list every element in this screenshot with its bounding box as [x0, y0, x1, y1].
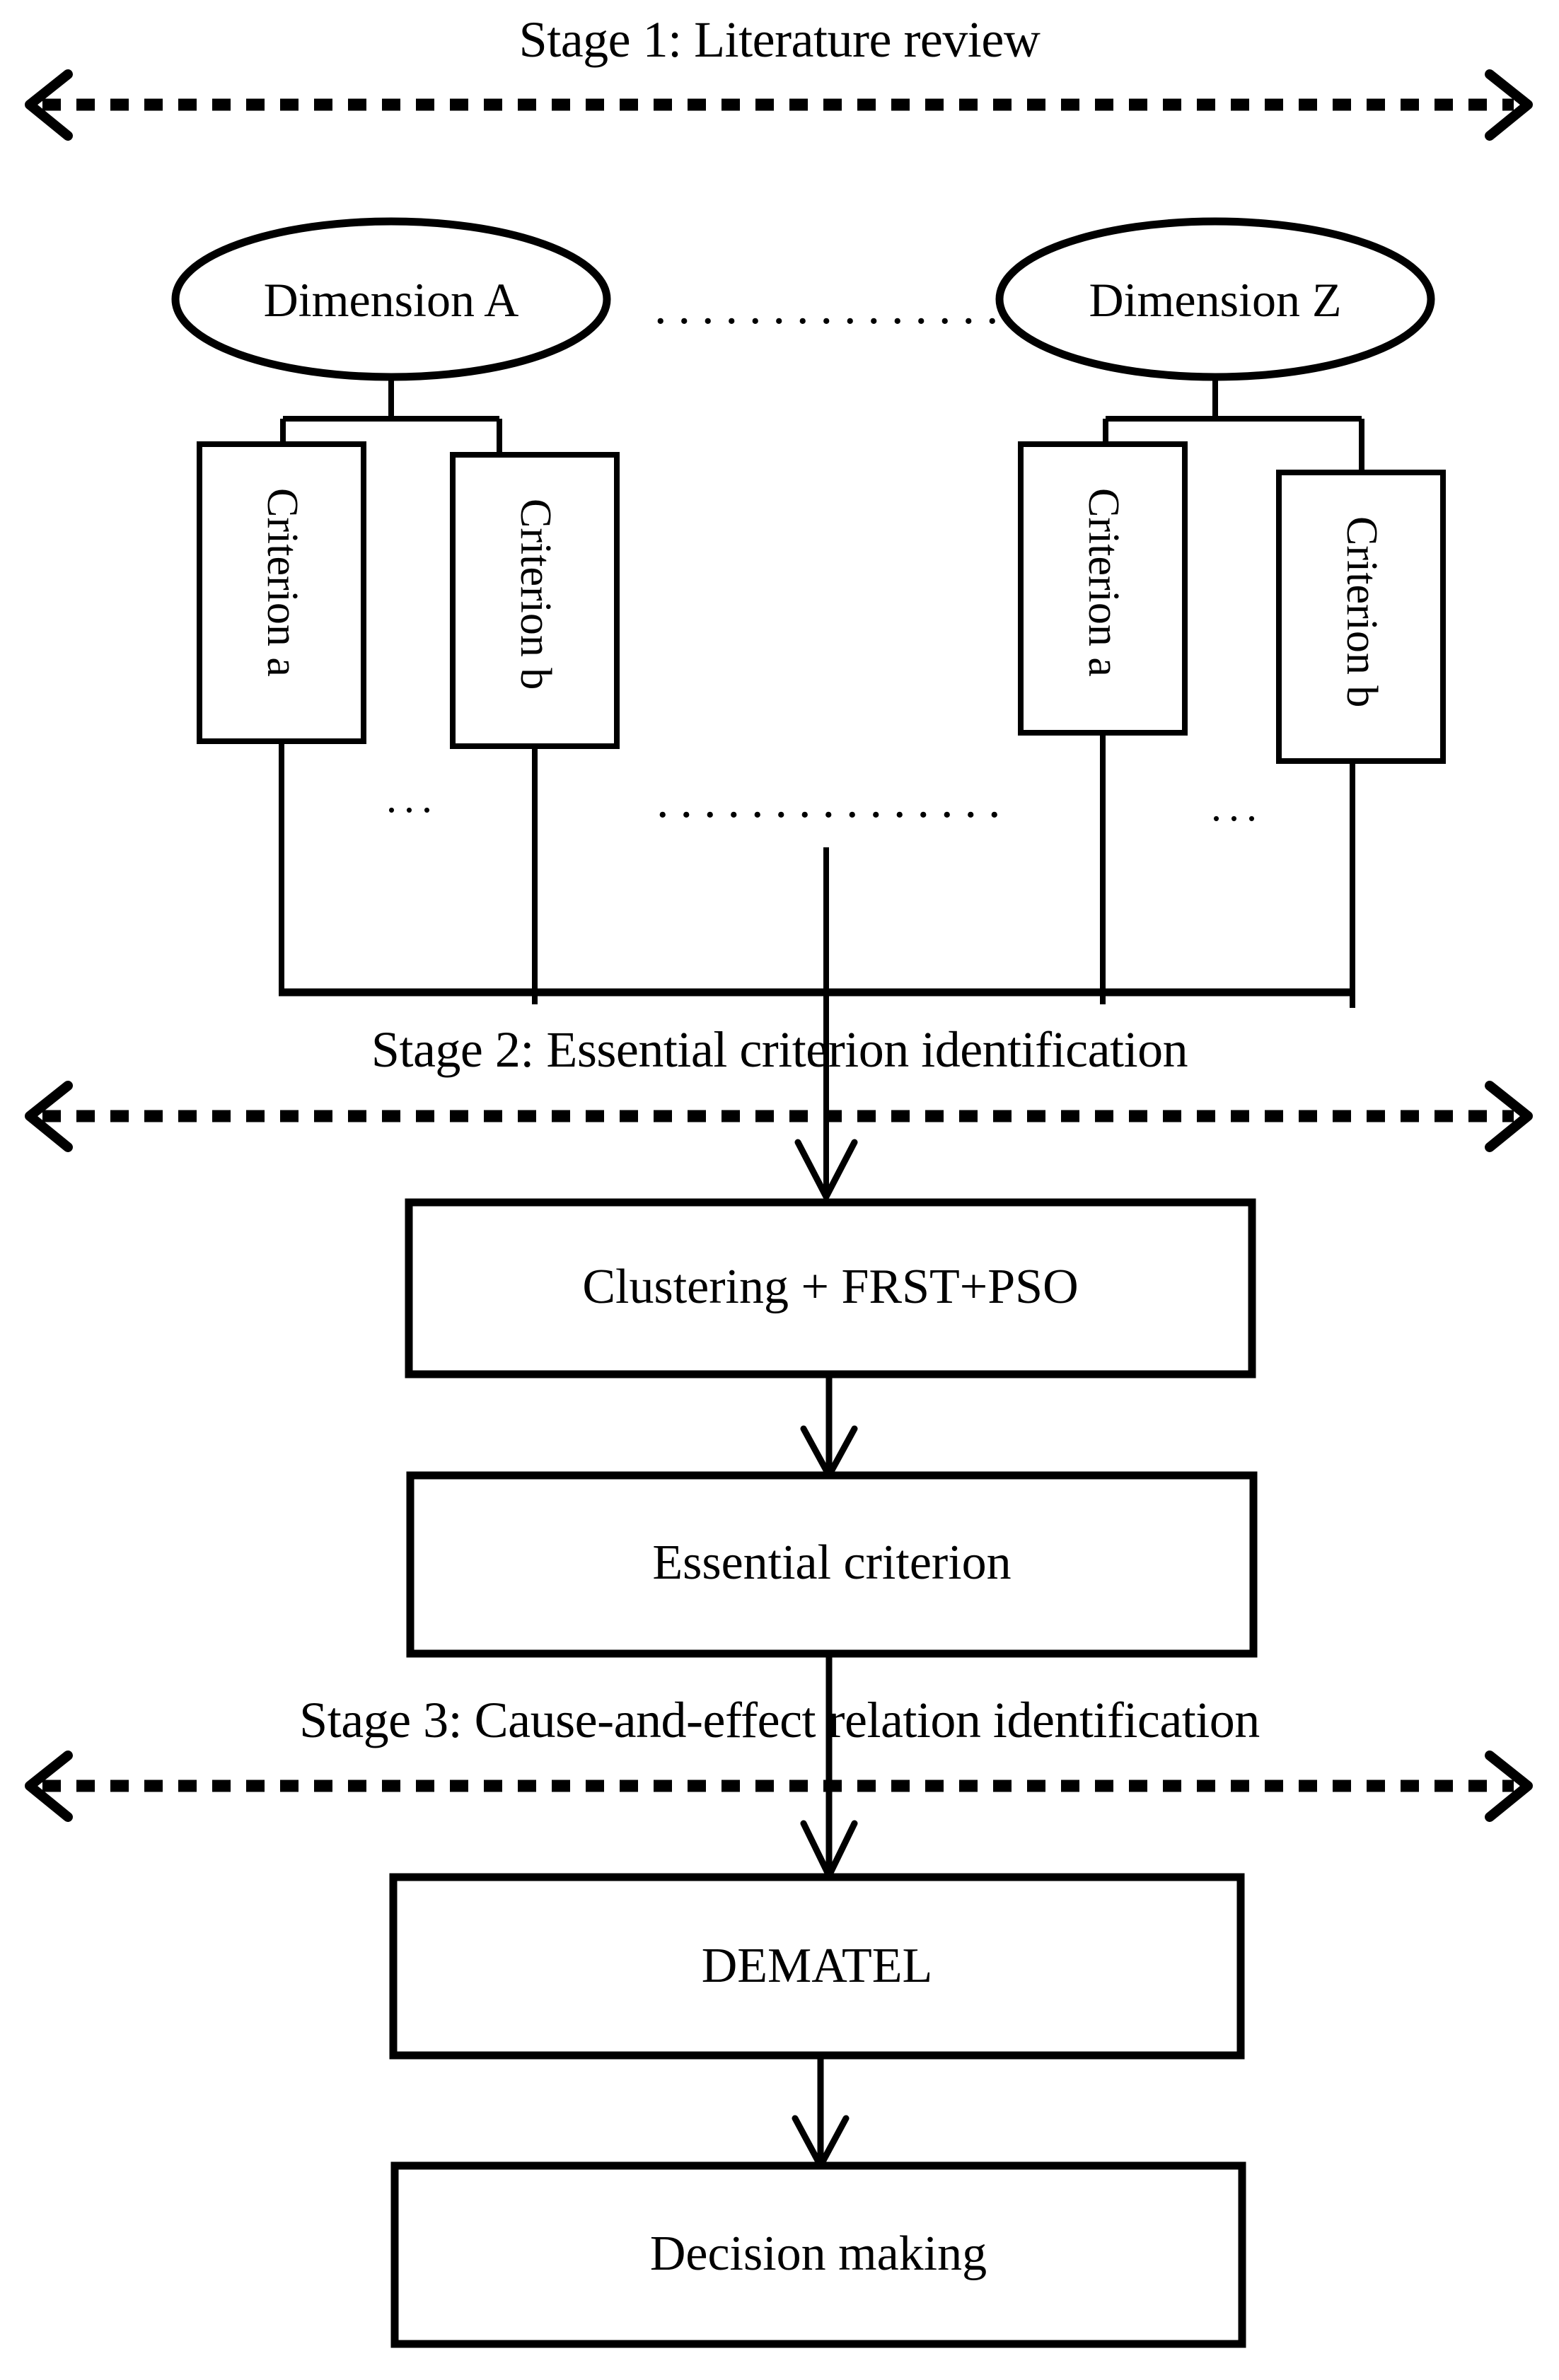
stage3-dashed-arrow: [25, 1751, 1533, 1822]
criteria-ellipsis-left: ...: [386, 774, 439, 821]
decision-making-box-label: Decision making: [649, 2227, 987, 2281]
criterion-z1-label: Criterion a: [1079, 488, 1128, 677]
dematel-box: [389, 1873, 1245, 2060]
criteria-bus-lines: [279, 733, 1355, 1008]
essential-criterion-box: [406, 1471, 1258, 1658]
stage1-dashed-arrow: [25, 69, 1533, 141]
clustering-box-label: Clustering + FRST+PSO: [582, 1260, 1079, 1314]
arrow-clustering-to-essential: [800, 1374, 858, 1479]
central-trunk-arrow: [794, 847, 858, 1200]
stage2-arrowhead-right: [1485, 1081, 1533, 1152]
dimension-a-connector-tree: [280, 377, 502, 455]
arrow-dematel-to-decision: [792, 2055, 850, 2169]
clustering-box: [405, 1198, 1256, 1378]
stage2-dashed-arrow: [25, 1081, 1533, 1152]
criteria-ellipsis-right: ...: [1211, 783, 1264, 830]
criterion-box-z2: [1276, 470, 1446, 764]
stage2-arrowhead-left: [25, 1081, 73, 1152]
dematel-box-label: DEMATEL: [701, 1939, 933, 1993]
decision-making-box: [390, 2161, 1246, 2348]
dimension-ellipsis: ...............: [654, 280, 1010, 335]
arrow-essential-to-dematel: [800, 1654, 858, 1879]
dimension-z-connector-tree: [1103, 377, 1364, 472]
criterion-a2-label: Criterion b: [511, 499, 560, 690]
criteria-group-ellipsis: ...............: [656, 774, 1012, 828]
criterion-box-z1: [1018, 441, 1188, 736]
stage1-arrowhead-right: [1485, 69, 1533, 141]
dimension-a-label: Dimension A: [263, 273, 519, 327]
criterion-a1-label: Criterion a: [258, 488, 306, 677]
stage1-arrowhead-left: [25, 69, 73, 141]
trunk-arrowhead: [794, 1139, 858, 1200]
stage3-arrowhead-right: [1485, 1751, 1533, 1822]
dimension-z-label: Dimension Z: [1089, 273, 1342, 327]
stage3-title: Stage 3: Cause-and-effect relation ident…: [299, 1692, 1260, 1748]
stage1-title: Stage 1: Literature review: [518, 11, 1041, 68]
essential-criterion-box-label: Essential criterion: [652, 1536, 1012, 1590]
stage3-arrowhead-left: [25, 1751, 73, 1822]
criterion-z2-label: Criterion b: [1338, 516, 1386, 708]
stage2-title: Stage 2: Essential criterion identificat…: [371, 1021, 1188, 1078]
